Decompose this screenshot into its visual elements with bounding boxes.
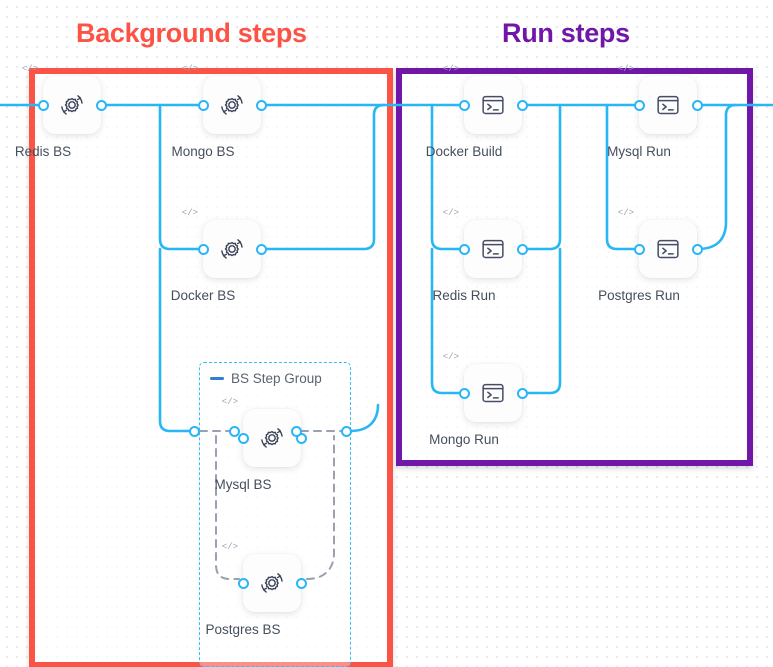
terminal-icon	[482, 239, 504, 259]
node-card[interactable]	[43, 76, 101, 134]
node-card[interactable]	[243, 409, 301, 467]
input-port[interactable]	[37, 99, 49, 111]
code-tag-icon: </>	[442, 208, 459, 218]
code-tag-icon: </>	[221, 542, 238, 552]
input-port[interactable]	[197, 99, 209, 111]
gear-sync-icon	[261, 573, 283, 593]
edge-postgres-run-out	[695, 103, 738, 251]
node-label: Redis BS	[14, 144, 72, 159]
output-port[interactable]	[516, 99, 528, 111]
node-card[interactable]	[464, 220, 522, 278]
output-port[interactable]	[255, 243, 267, 255]
minus-icon[interactable]	[210, 377, 224, 380]
node-card[interactable]	[639, 76, 697, 134]
group-output-port[interactable]	[341, 426, 352, 437]
group-input-port[interactable]	[189, 426, 200, 437]
gear-sync-icon	[261, 428, 283, 448]
output-port[interactable]	[691, 99, 703, 111]
node-label: Docker BS	[170, 288, 236, 303]
code-tag-icon: </>	[442, 352, 459, 362]
terminal-icon	[482, 383, 504, 403]
edge-step-group-out	[348, 403, 380, 433]
edge-rail-to-redis-run	[430, 103, 461, 251]
node-card[interactable]	[203, 76, 261, 134]
gear-sync-icon	[221, 95, 243, 115]
output-port[interactable]	[295, 577, 307, 589]
edge-rail-to-postgres-run	[605, 103, 636, 251]
edge-docker-bs-out	[260, 103, 386, 251]
code-tag-icon: </>	[21, 64, 38, 74]
input-port[interactable]	[633, 243, 645, 255]
edge-dashed-to-postgres-bs	[215, 435, 240, 580]
edge-rail-to-mongo-run	[430, 247, 461, 395]
node-card[interactable]	[464, 364, 522, 422]
output-port[interactable]	[255, 99, 267, 111]
node-card[interactable]	[203, 220, 261, 278]
input-port[interactable]	[633, 99, 645, 111]
code-tag-icon: </>	[181, 208, 198, 218]
node-card[interactable]	[243, 554, 301, 612]
edge-docker-build-to-redis-run	[520, 103, 562, 251]
node-label: Mysql BS	[214, 477, 272, 492]
code-tag-icon: </>	[181, 64, 198, 74]
node-card[interactable]	[639, 220, 697, 278]
code-tag-icon: </>	[221, 397, 238, 407]
gear-sync-icon	[61, 95, 83, 115]
group-inner-right-port[interactable]	[291, 426, 302, 437]
node-label: Mongo BS	[171, 144, 235, 159]
terminal-icon	[482, 95, 504, 115]
edge-docker-build-to-mongo-run	[520, 247, 562, 395]
node-label: Redis Run	[432, 288, 496, 303]
node-label: Mysql Run	[607, 144, 671, 159]
terminal-icon	[657, 239, 679, 259]
node-label: Docker Build	[425, 144, 503, 159]
output-port[interactable]	[691, 243, 703, 255]
output-port[interactable]	[516, 387, 528, 399]
bs-step-group-label: BS Step Group	[231, 371, 322, 386]
background-steps-title: Background steps	[76, 18, 307, 48]
input-port[interactable]	[237, 432, 249, 444]
output-port[interactable]	[516, 243, 528, 255]
node-label: Mongo Run	[429, 432, 499, 447]
code-tag-icon: </>	[442, 64, 459, 74]
gear-sync-icon	[221, 239, 243, 259]
background-steps-boundary	[29, 68, 393, 667]
input-port[interactable]	[237, 577, 249, 589]
edge-branch-to-docker-bs	[158, 103, 200, 251]
code-tag-icon: </>	[617, 64, 634, 74]
edge-branch-to-step-group	[158, 247, 192, 433]
output-port[interactable]	[95, 99, 107, 111]
input-port[interactable]	[458, 99, 470, 111]
node-card[interactable]	[464, 76, 522, 134]
terminal-icon	[657, 95, 679, 115]
bs-step-group-header[interactable]: BS Step Group	[210, 371, 322, 386]
input-port[interactable]	[197, 243, 209, 255]
input-port[interactable]	[458, 387, 470, 399]
edge-dashed-postgres-bs-out	[306, 435, 335, 580]
run-steps-title: Run steps	[502, 18, 630, 48]
input-port[interactable]	[458, 243, 470, 255]
node-label: Postgres Run	[598, 288, 680, 303]
code-tag-icon: </>	[617, 208, 634, 218]
node-label: Postgres BS	[205, 622, 281, 637]
group-inner-left-port[interactable]	[229, 426, 240, 437]
